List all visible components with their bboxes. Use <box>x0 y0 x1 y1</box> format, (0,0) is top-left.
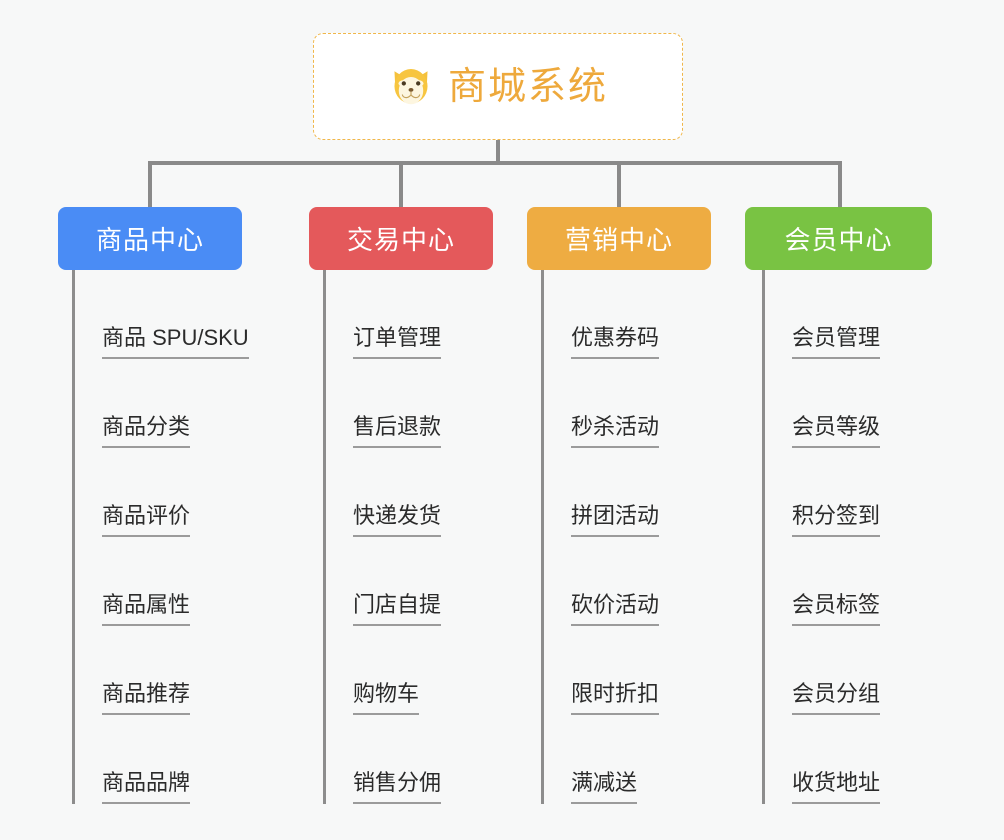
leaf-label: 积分签到 <box>792 503 881 537</box>
branch-header-member[interactable]: 会员中心 <box>745 207 932 270</box>
connector-drop-branch-0 <box>148 161 152 208</box>
branch-header-label: 交易中心 <box>346 225 455 255</box>
leaf-item[interactable]: 满减送 <box>541 715 659 804</box>
leaf-label: 商品 SPU/SKU <box>102 325 249 359</box>
branch-header-label: 会员中心 <box>784 225 893 255</box>
leaf-label: 限时折扣 <box>571 681 660 715</box>
root-title: 商城系统 <box>447 65 608 108</box>
leaf-item[interactable]: 销售分佣 <box>323 715 442 804</box>
leaf-item[interactable]: 会员等级 <box>762 359 881 448</box>
connector-drop-branch-1 <box>399 161 403 208</box>
leaf-list-product: 商品 SPU/SKU 商品分类 商品评价 商品属性 商品推荐 商品品牌 <box>72 270 249 804</box>
branch-header-marketing[interactable]: 营销中心 <box>527 207 711 270</box>
leaf-item[interactable]: 会员标签 <box>762 537 881 626</box>
leaf-label: 门店自提 <box>353 592 442 626</box>
leaf-label: 优惠券码 <box>571 325 660 359</box>
connector-drop-branch-2 <box>617 161 621 208</box>
leaf-item[interactable]: 售后退款 <box>323 359 442 448</box>
leaf-label: 售后退款 <box>353 414 442 448</box>
leaf-label: 商品评价 <box>102 503 191 537</box>
leaf-label: 满减送 <box>571 770 638 804</box>
leaf-label: 商品品牌 <box>102 770 191 804</box>
leaf-label: 会员等级 <box>792 414 881 448</box>
leaf-item[interactable]: 会员分组 <box>762 626 881 715</box>
leaf-label: 砍价活动 <box>571 592 660 626</box>
shiba-dog-face-icon <box>394 68 428 104</box>
connector-drop-branch-3 <box>838 161 842 208</box>
leaf-label: 订单管理 <box>353 325 442 359</box>
leaf-label: 商品分类 <box>102 414 191 448</box>
root-node[interactable]: 商城系统 <box>313 33 683 140</box>
leaf-label: 商品属性 <box>102 592 191 626</box>
leaf-item[interactable]: 积分签到 <box>762 448 881 537</box>
leaf-item[interactable]: 购物车 <box>323 626 441 715</box>
connector-root-stem <box>496 140 500 164</box>
leaf-item[interactable]: 商品分类 <box>72 359 249 448</box>
leaf-item[interactable]: 商品推荐 <box>72 626 249 715</box>
leaf-label: 会员标签 <box>792 592 881 626</box>
leaf-item[interactable]: 会员管理 <box>762 270 881 359</box>
leaf-item[interactable]: 商品评价 <box>72 448 249 537</box>
leaf-label: 拼团活动 <box>571 503 660 537</box>
leaf-item[interactable]: 收货地址 <box>762 715 881 804</box>
leaf-label: 秒杀活动 <box>571 414 660 448</box>
leaf-item[interactable]: 门店自提 <box>323 537 442 626</box>
leaf-label: 销售分佣 <box>353 770 442 804</box>
connector-horizontal-bus <box>150 161 840 165</box>
branch-trunk-member <box>762 270 765 804</box>
branch-header-label: 商品中心 <box>95 225 204 255</box>
leaf-list-trade: 订单管理 售后退款 快递发货 门店自提 购物车 销售分佣 <box>323 270 442 804</box>
leaf-item[interactable]: 商品品牌 <box>72 715 249 804</box>
branch-trunk-marketing <box>541 270 544 804</box>
leaf-item[interactable]: 砍价活动 <box>541 537 660 626</box>
leaf-item[interactable]: 商品属性 <box>72 537 249 626</box>
leaf-list-member: 会员管理 会员等级 积分签到 会员标签 会员分组 收货地址 <box>762 270 881 804</box>
leaf-label: 快递发货 <box>353 503 442 537</box>
leaf-item[interactable]: 快递发货 <box>323 448 442 537</box>
leaf-item[interactable]: 商品 SPU/SKU <box>72 270 249 359</box>
leaf-item[interactable]: 秒杀活动 <box>541 359 660 448</box>
leaf-label: 收货地址 <box>792 770 881 804</box>
branch-header-trade[interactable]: 交易中心 <box>309 207 493 270</box>
branch-trunk-product <box>72 270 75 804</box>
branch-header-product[interactable]: 商品中心 <box>58 207 242 270</box>
leaf-item[interactable]: 拼团活动 <box>541 448 660 537</box>
leaf-item[interactable]: 优惠券码 <box>541 270 660 359</box>
branch-header-label: 营销中心 <box>564 225 673 255</box>
leaf-item[interactable]: 限时折扣 <box>541 626 660 715</box>
leaf-label: 会员分组 <box>792 681 881 715</box>
leaf-list-marketing: 优惠券码 秒杀活动 拼团活动 砍价活动 限时折扣 满减送 <box>541 270 660 804</box>
leaf-label: 商品推荐 <box>102 681 191 715</box>
leaf-label: 购物车 <box>353 681 420 715</box>
branch-trunk-trade <box>323 270 326 804</box>
leaf-item[interactable]: 订单管理 <box>323 270 442 359</box>
leaf-label: 会员管理 <box>792 325 881 359</box>
